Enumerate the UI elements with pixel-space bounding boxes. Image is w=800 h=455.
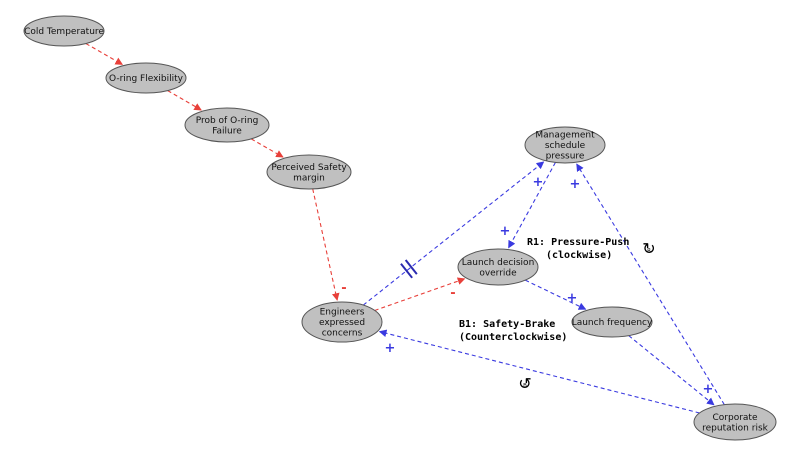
edge-line (378, 329, 700, 414)
edge-polarity: + (500, 224, 511, 239)
node-label: margin (293, 173, 325, 183)
loop-label: (clockwise) (546, 249, 612, 261)
edge-polarity: - (341, 281, 346, 296)
edge-cold-oring (85, 43, 124, 65)
edge-polarity: + (533, 175, 544, 190)
edge-line (362, 161, 545, 306)
edge-line (628, 335, 715, 406)
edge-polarity: + (385, 341, 396, 356)
loop-arrow-glyph: ↺ (518, 374, 531, 393)
edge-line (374, 277, 466, 311)
edge-engineers-launch: - (374, 277, 466, 311)
loop-tag: B (523, 383, 527, 389)
node-cold[interactable]: Cold Temperature (23, 15, 105, 47)
edge-polarity: + (570, 177, 581, 192)
edge-engineers-mgmt: + (362, 161, 545, 306)
edge-line (167, 90, 202, 111)
node-ellipse[interactable] (693, 403, 777, 441)
node-label: Cold Temperature (24, 27, 104, 37)
node-label: O-ring Flexibility (109, 74, 184, 84)
node-label: concerns (322, 329, 363, 339)
node-ellipse[interactable] (105, 62, 187, 94)
node-label: Prob of O-ring (196, 116, 259, 126)
edge-corp-engineers: + (378, 329, 700, 414)
node-ellipse[interactable] (524, 126, 606, 164)
delay-mark (400, 263, 413, 279)
node-label: schedule (545, 141, 586, 151)
node-label: reputation risk (702, 423, 768, 433)
node-label: Launch decision (462, 258, 535, 268)
node-label: Management (535, 131, 595, 141)
edge-freq-corp: + (628, 335, 715, 406)
delay-mark (404, 259, 418, 275)
node-label: Perceived Safety (271, 163, 347, 173)
node-label: Engineers (320, 308, 365, 318)
node-oring[interactable]: O-ring Flexibility (105, 62, 187, 94)
node-label: Launch frequency (572, 318, 653, 328)
loop-b1: B1: Safety-Brake(Counterclockwise) ↺B (459, 319, 567, 393)
node-ellipse[interactable] (266, 154, 352, 190)
edge-line (312, 188, 340, 301)
node-ellipse[interactable] (23, 15, 105, 47)
counterclockwise-loop-icon: ↺B (518, 374, 531, 393)
loop-tag: R (647, 248, 651, 254)
edge-polarity: - (450, 286, 455, 301)
loop-r1: R1: Pressure-Push(clockwise) ↻R (527, 237, 656, 261)
loop-label: R1: Pressure-Push (527, 237, 629, 248)
node-ellipse[interactable] (184, 107, 270, 143)
edge-launch-freq: + (525, 279, 587, 310)
node-ellipse[interactable] (301, 301, 383, 343)
loop-label: B1: Safety-Brake (459, 319, 555, 330)
edge-mgmt-launch: + (500, 162, 556, 249)
loop-label: (Counterclockwise) (459, 331, 567, 343)
edge-corp-mgmt: + (570, 163, 725, 405)
edge-line (250, 138, 284, 158)
loops-layer: R1: Pressure-Push(clockwise) ↻R B1: Safety… (459, 237, 656, 393)
node-label: Failure (212, 126, 242, 136)
node-freq[interactable]: Launch frequency (571, 306, 653, 338)
node-label: pressure (546, 152, 585, 162)
edge-polarity: + (567, 291, 578, 306)
node-label: expressed (319, 318, 365, 328)
edge-line (508, 162, 556, 249)
edge-line (576, 163, 725, 405)
clockwise-loop-icon: ↻R (642, 239, 655, 258)
node-ellipse[interactable] (457, 248, 539, 286)
node-ellipse[interactable] (571, 306, 653, 338)
edge-polarity: + (703, 382, 714, 397)
loop-arrow-glyph: ↻ (642, 239, 655, 258)
edge-line (85, 43, 124, 65)
node-label: override (479, 268, 517, 278)
edge-safety-engineers: - (312, 188, 347, 301)
edge-prob-safety (250, 138, 284, 158)
edges-layer: - - + + + + + + (85, 43, 725, 414)
edge-oring-prob (167, 90, 202, 111)
node-label: Corporate (713, 413, 758, 423)
